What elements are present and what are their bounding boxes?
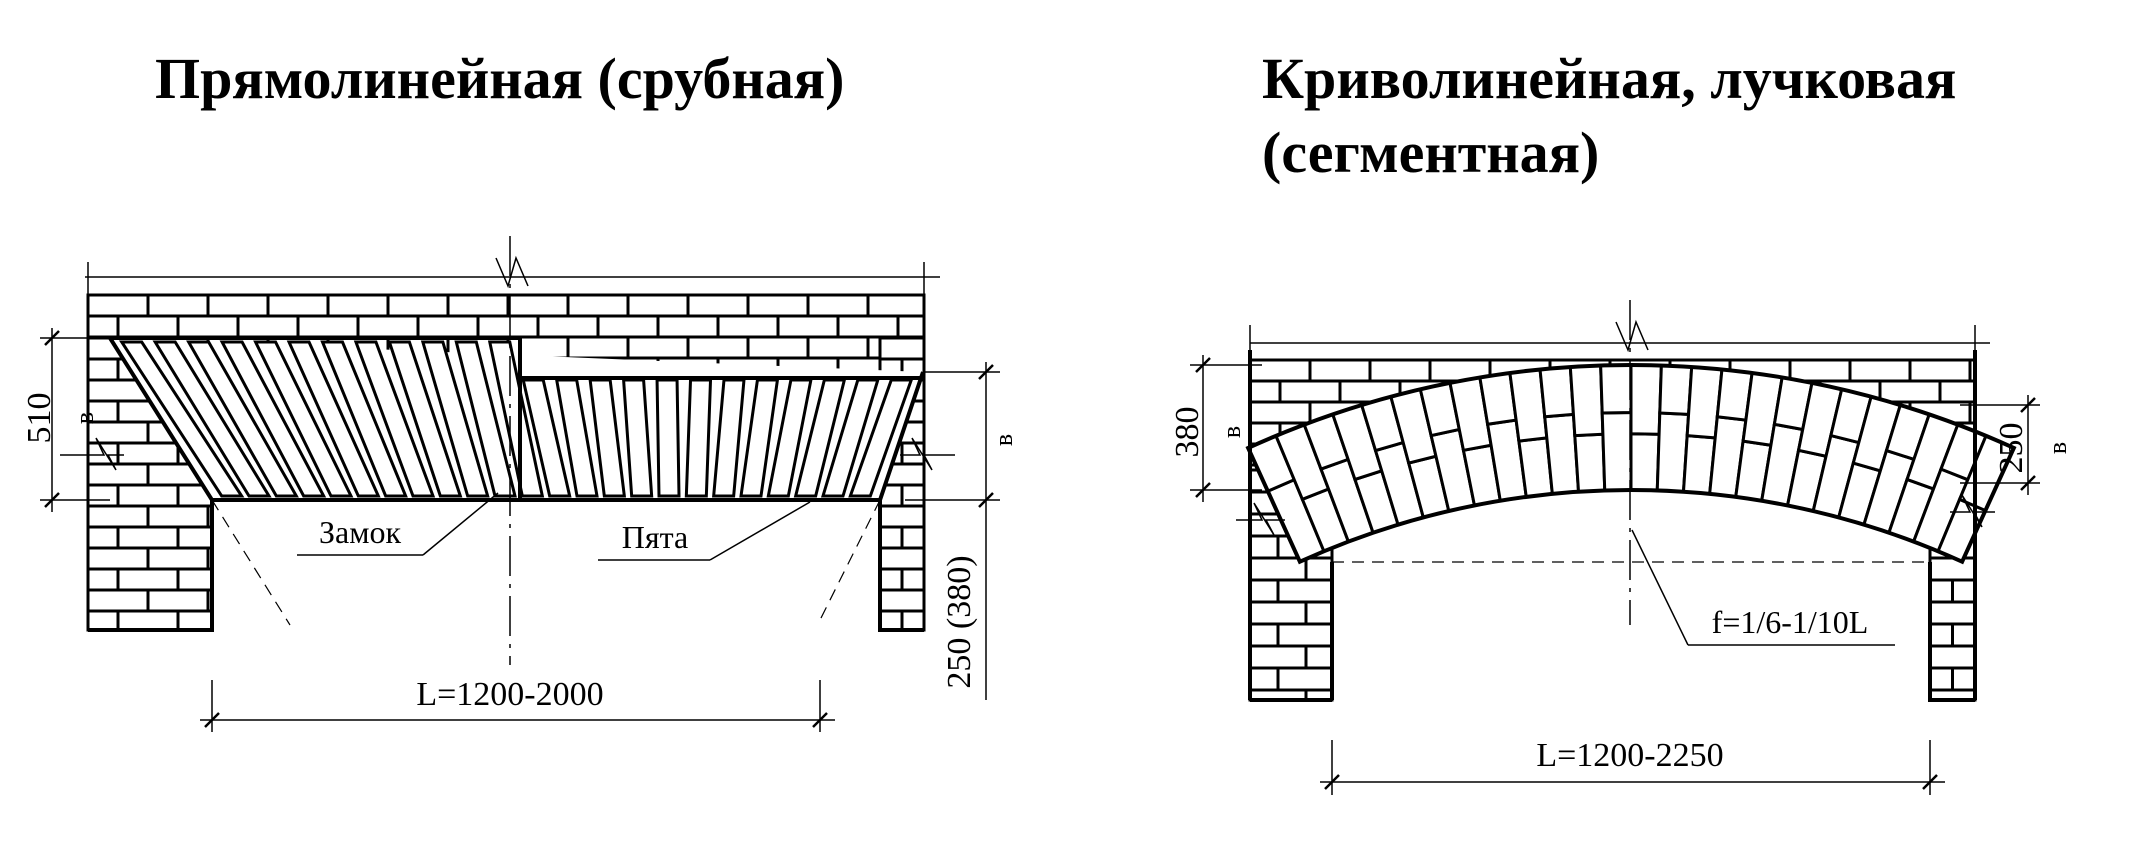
left-dim-span: L=1200-2000 bbox=[416, 676, 603, 713]
left-figure-title: Прямолинейная (срубная) bbox=[155, 46, 845, 111]
left-dim-height-sub: в bbox=[70, 412, 99, 424]
left-dim-right: 250 (380) bbox=[941, 555, 978, 688]
right-label-rise: f=1/6-1/10L bbox=[1712, 604, 1869, 640]
right-figure-title-line1: Криволинейная, лучковая bbox=[1262, 46, 1957, 111]
left-label-heel: Пята bbox=[622, 519, 688, 555]
left-lintel-outline bbox=[108, 336, 925, 502]
left-figure: 510 в в 250 (380) Замок Пята L=1200-2000 bbox=[21, 236, 1018, 732]
right-figure-title-line2: (сегментная) bbox=[1262, 120, 1600, 185]
right-arch-outline bbox=[1245, 363, 2017, 565]
right-dim-right: 250 bbox=[1993, 423, 2030, 474]
left-label-key: Замок bbox=[319, 514, 401, 550]
right-dim-height: 380 bbox=[1169, 407, 1206, 458]
right-dim-right-sub: в bbox=[2043, 442, 2072, 454]
right-segmental-arch-bricks bbox=[1246, 363, 2016, 564]
left-dim-right-sub: в bbox=[989, 434, 1018, 446]
right-figure: 380 в 250 в f=1/6-1/10L L=1200-2250 bbox=[1169, 300, 2072, 795]
left-dim-height: 510 bbox=[21, 393, 58, 444]
left-flat-arch-bricks bbox=[118, 340, 914, 498]
right-dim-span: L=1200-2250 bbox=[1536, 737, 1723, 774]
right-dim-height-sub: в bbox=[1217, 426, 1246, 438]
